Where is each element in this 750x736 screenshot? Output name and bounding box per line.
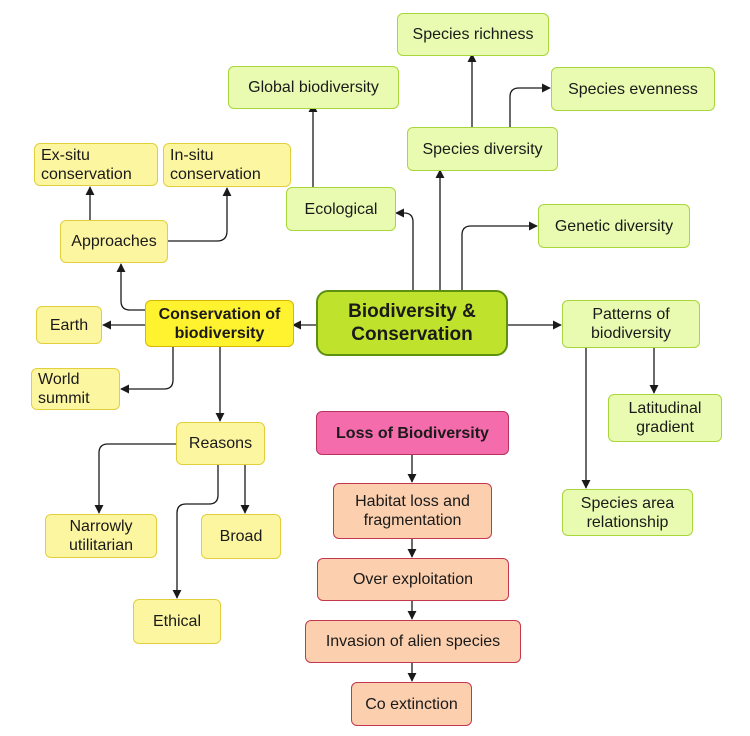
- node-patterns-of-biodiversity: Patterns of biodiversity: [562, 300, 700, 348]
- arrow-central-to-ecological: [395, 208, 414, 290]
- arrow-approaches-to-in-situ: [168, 187, 232, 242]
- node-species-area-relationship: Species area relationship: [562, 489, 693, 536]
- node-broad: Broad: [201, 514, 281, 559]
- arrow-reasons-to-ethical: [172, 465, 219, 599]
- node-in-situ-conservation: In-situ conservation: [163, 143, 291, 187]
- arrow-species-diversity-to-evenness: [509, 83, 551, 127]
- node-habitat-loss-fragmentation: Habitat loss and fragmentation: [333, 483, 492, 539]
- node-reasons: Reasons: [176, 422, 265, 465]
- node-invasion-of-alien-species: Invasion of alien species: [305, 620, 521, 663]
- node-world-summit: World summit: [31, 368, 120, 410]
- node-narrowly-utilitarian: Narrowly utilitarian: [45, 514, 157, 558]
- node-earth: Earth: [36, 306, 102, 344]
- node-species-evenness: Species evenness: [551, 67, 715, 111]
- node-global-biodiversity: Global biodiversity: [228, 66, 399, 109]
- arrow-conservation-to-approaches: [116, 263, 145, 311]
- node-approaches: Approaches: [60, 220, 168, 263]
- node-co-extinction: Co extinction: [351, 682, 472, 726]
- node-species-diversity: Species diversity: [407, 127, 558, 171]
- arrow-central-to-genetic-diversity: [461, 221, 538, 290]
- node-over-exploitation: Over exploitation: [317, 558, 509, 601]
- node-latitudinal-gradient: Latitudinal gradient: [608, 394, 722, 442]
- node-conservation-of-biodiversity: Conservation of biodiversity: [145, 300, 294, 347]
- node-genetic-diversity: Genetic diversity: [538, 204, 690, 248]
- node-ex-situ-conservation: Ex-situ conservation: [34, 143, 158, 186]
- node-loss-of-biodiversity: Loss of Biodiversity: [316, 411, 509, 455]
- node-species-richness: Species richness: [397, 13, 549, 56]
- central-topic-biodiversity-conservation: Biodiversity & Conservation: [316, 290, 508, 356]
- node-ecological: Ecological: [286, 187, 396, 231]
- node-ethical: Ethical: [133, 599, 221, 644]
- arrow-conservation-to-world-summit: [120, 347, 174, 394]
- arrow-reasons-to-narrowly: [94, 443, 176, 514]
